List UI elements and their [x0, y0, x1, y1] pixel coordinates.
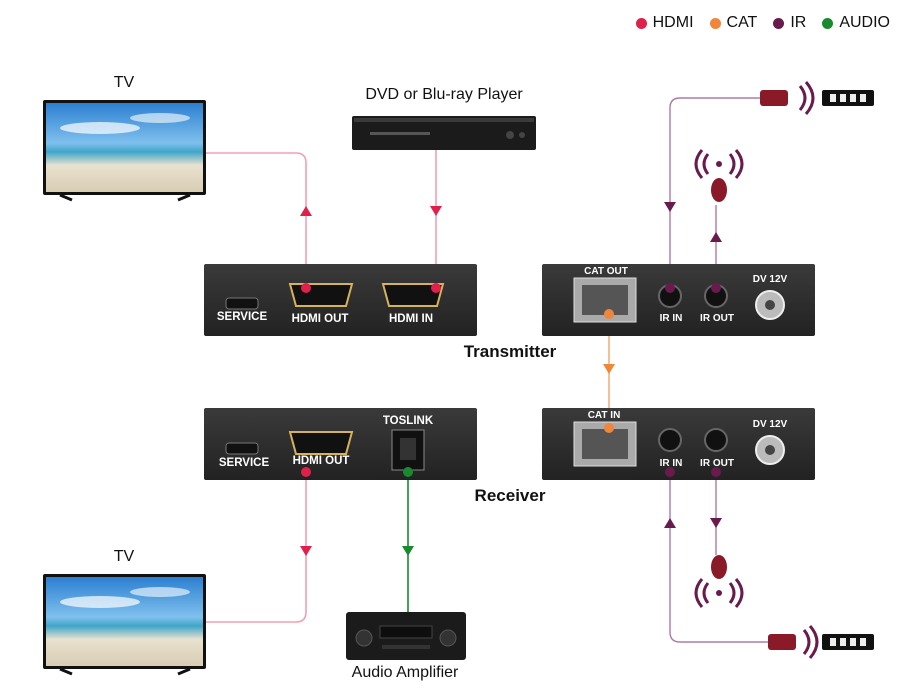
connection-dots [301, 283, 721, 477]
receiver-title: Receiver [474, 486, 546, 505]
blu-ray-player [352, 116, 536, 150]
rx-hdmi-out-label: HDMI OUT [292, 455, 350, 467]
audio-line [402, 472, 414, 612]
tx-hdmi-out-label: HDMI OUT [291, 313, 349, 325]
legend-audio-label: AUDIO [839, 14, 890, 31]
rx-ir-out-label: IR OUT [700, 458, 734, 469]
transmitter-title: Transmitter [463, 342, 557, 361]
legend-item-audio: AUDIO [822, 14, 890, 32]
legend-cat-label: CAT [726, 14, 758, 31]
legend-cat-swatch [709, 17, 721, 29]
ir-emitter-top [694, 149, 744, 202]
ir-lines [669, 97, 768, 643]
legend-audio-swatch [822, 17, 834, 29]
receiver-left-panel [204, 408, 477, 480]
hdmi-arrows [300, 206, 442, 556]
legend-item-ir: IR [773, 14, 806, 32]
tx-ir-in-label: IR IN [659, 313, 683, 324]
tv-top-label: TV [113, 74, 135, 91]
ir-receiver-cable-bottom [768, 625, 874, 659]
rx-toslink-label: TOSLINK [382, 415, 434, 427]
rx-power-label: DV 12V [752, 419, 788, 430]
tv-bottom [43, 574, 206, 676]
audio-amplifier [346, 612, 466, 660]
hdmi-lines [206, 150, 437, 623]
rx-ir-in-label: IR IN [659, 458, 683, 469]
tv-top [43, 100, 206, 202]
legend-hdmi-label: HDMI [652, 14, 694, 31]
rx-service-label: SERVICE [218, 457, 270, 469]
legend-item-hdmi: HDMI [635, 14, 694, 32]
rx-cat-in-label: CAT IN [587, 410, 621, 421]
legend-hdmi-swatch [635, 17, 647, 29]
ir-emitter-bottom [694, 555, 744, 608]
tx-hdmi-in-label: HDMI IN [388, 313, 434, 325]
transmitter-left-panel [204, 264, 477, 336]
player-label: DVD or Blu-ray Player [365, 86, 523, 103]
legend-ir-swatch [773, 17, 785, 29]
ir-receiver-cable-top [760, 81, 874, 115]
tx-cat-out-label: CAT OUT [584, 266, 628, 277]
tx-ir-out-label: IR OUT [700, 313, 734, 324]
ir-arrows [664, 202, 722, 528]
tx-service-label: SERVICE [216, 311, 268, 323]
tv-bottom-label: TV [113, 548, 135, 565]
amplifier-label: Audio Amplifier [351, 664, 459, 681]
legend: HDMI CAT IR AUDIO [635, 14, 890, 32]
legend-item-cat: CAT [709, 14, 758, 32]
tx-power-label: DV 12V [752, 274, 788, 285]
legend-ir-label: IR [790, 14, 807, 31]
